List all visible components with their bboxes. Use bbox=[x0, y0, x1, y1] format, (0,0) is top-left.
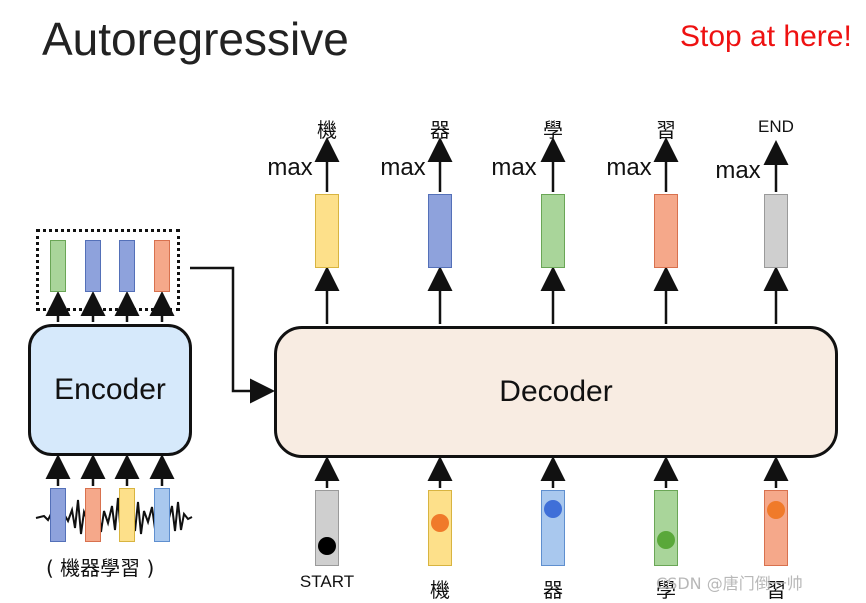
decoder-output-vector-4 bbox=[654, 194, 678, 268]
encoder-label: Encoder bbox=[54, 373, 166, 406]
max-label-5: max bbox=[715, 157, 761, 184]
encoder-input-vector-2 bbox=[85, 488, 101, 542]
decoder-output-vector-1 bbox=[315, 194, 339, 268]
output-token-4: 習 bbox=[656, 118, 676, 142]
decoder-label: Decoder bbox=[499, 375, 613, 408]
page-title: Autoregressive bbox=[42, 13, 349, 65]
output-token-1: 機 bbox=[317, 118, 337, 142]
decoder-input-dot-1 bbox=[318, 537, 336, 555]
decoder-input-dot-5 bbox=[767, 501, 785, 519]
max-label-2: max bbox=[380, 154, 426, 181]
decoder-output-vector-2 bbox=[428, 194, 452, 268]
input-token-3: 器 bbox=[543, 578, 563, 602]
decoder-block: Decoder bbox=[274, 326, 838, 458]
encoder-input-caption: ( 機器學習 ) bbox=[46, 556, 155, 580]
encoder-output-vector-blue-1 bbox=[85, 240, 101, 292]
output-token-5: END bbox=[758, 117, 794, 136]
encoder-input-vector-3 bbox=[119, 488, 135, 542]
max-label-4: max bbox=[606, 154, 652, 181]
output-token-3: 學 bbox=[543, 118, 563, 142]
max-label-1: max bbox=[267, 154, 313, 181]
input-token-2: 機 bbox=[430, 578, 450, 602]
decoder-input-dot-3 bbox=[544, 500, 562, 518]
max-label-3: max bbox=[491, 154, 537, 181]
input-token-5: 習 bbox=[766, 578, 786, 602]
encoder-block: Encoder bbox=[28, 324, 192, 456]
decoder-output-vector-3 bbox=[541, 194, 565, 268]
decoder-input-vector-4 bbox=[654, 490, 678, 566]
watermark: CSDN @唐门倒一帅 bbox=[656, 574, 803, 593]
decoder-input-dot-2 bbox=[431, 514, 449, 532]
encoder-output-vector-salmon bbox=[154, 240, 170, 292]
encoder-input-vector-1 bbox=[50, 488, 66, 542]
decoder-input-dot-4 bbox=[657, 531, 675, 549]
input-token-1: START bbox=[299, 572, 355, 591]
encoder-output-vector-blue-2 bbox=[119, 240, 135, 292]
encoder-input-vector-4 bbox=[154, 488, 170, 542]
decoder-output-vector-5 bbox=[764, 194, 788, 268]
encoder-output-group bbox=[36, 229, 180, 311]
output-token-2: 器 bbox=[430, 118, 450, 142]
stop-note: Stop at here! bbox=[680, 20, 852, 53]
encoder-output-vector-green bbox=[50, 240, 66, 292]
input-token-4: 學 bbox=[656, 578, 676, 602]
decoder-input-vector-1 bbox=[315, 490, 339, 566]
